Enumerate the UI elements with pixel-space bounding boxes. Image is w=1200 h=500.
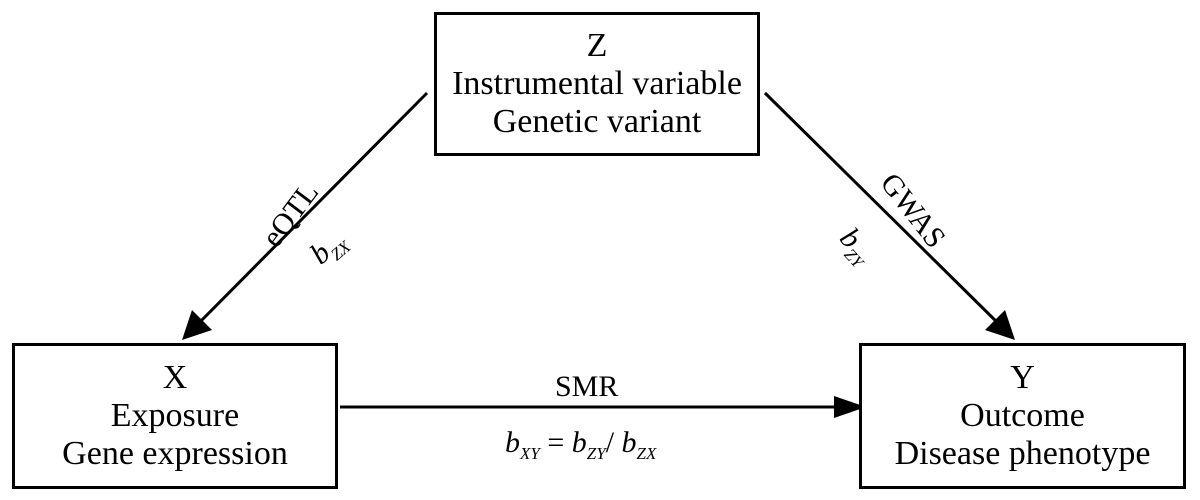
node-y-outcome: Y Outcome Disease phenotype (859, 343, 1186, 489)
formula-equals: = (547, 426, 565, 459)
node-z-subtitle: Genetic variant (492, 103, 702, 141)
node-y-letter: Y (1010, 358, 1035, 396)
node-x-exposure: X Exposure Gene expression (12, 343, 338, 489)
node-x-title: Exposure (110, 396, 240, 434)
formula-slash: / (605, 426, 615, 459)
formula-b2: b (571, 426, 587, 459)
arrowhead-xy (834, 396, 866, 418)
formula-b-xy: bXY = bZY/ bZX (505, 426, 657, 463)
formula-b3: b (621, 426, 637, 459)
formula-sub-zy: ZY (586, 444, 606, 463)
node-z-instrumental-variable: Z Instrumental variable Genetic variant (434, 12, 760, 156)
arrowhead-x (182, 310, 212, 340)
node-y-subtitle: Disease phenotype (894, 435, 1151, 473)
formula-sub-xy: XY (520, 444, 540, 463)
formula-sub-zx: ZX (636, 444, 657, 463)
node-z-title: Instrumental variable (452, 64, 742, 102)
node-x-letter: X (162, 358, 188, 396)
formula-b1: b (505, 426, 520, 459)
edge-label-smr: SMR (555, 370, 619, 403)
node-z-letter: Z (586, 26, 608, 64)
arrowhead-y (985, 310, 1015, 340)
arrow-z-to-y (763, 91, 1007, 332)
node-x-subtitle: Gene expression (62, 435, 288, 473)
arrow-z-to-x (190, 91, 429, 332)
node-y-title: Outcome (960, 396, 1085, 434)
